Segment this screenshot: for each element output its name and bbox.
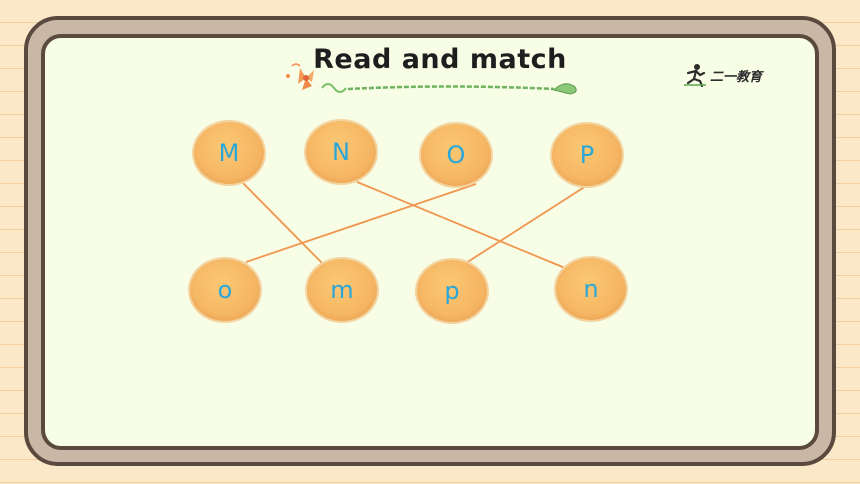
upper-letter: O <box>446 141 466 169</box>
runner-icon <box>684 64 706 87</box>
match-line-O-o <box>245 183 477 263</box>
lower-letter: n <box>583 275 599 303</box>
logo-text: 二一教育 <box>710 69 763 85</box>
match-line-N-n <box>356 181 566 269</box>
lower-letter: m <box>330 276 354 304</box>
letter-bubble-lower-p[interactable]: p <box>417 260 487 322</box>
letter-bubble-upper-P[interactable]: P <box>552 124 622 186</box>
page-title: Read and match <box>313 44 567 75</box>
flower-doodle-icon <box>286 63 314 90</box>
upper-letter: M <box>218 139 240 167</box>
brand-logo: 二一教育 <box>682 60 792 90</box>
letter-bubble-lower-m[interactable]: m <box>307 259 377 321</box>
lower-letter: o <box>217 276 233 304</box>
letter-bubble-upper-O[interactable]: O <box>421 124 491 186</box>
letter-bubble-lower-o[interactable]: o <box>190 259 260 321</box>
letter-bubble-lower-n[interactable]: n <box>556 258 626 320</box>
upper-letter: P <box>579 141 595 169</box>
match-line-M-m <box>237 177 323 264</box>
letter-bubble-upper-N[interactable]: N <box>306 121 376 183</box>
board <box>41 34 819 450</box>
upper-letter: N <box>332 138 350 166</box>
lower-letter: p <box>444 277 460 305</box>
match-line-P-p <box>465 185 587 264</box>
underline-wave-icon <box>321 83 577 95</box>
letter-bubble-upper-M[interactable]: M <box>194 122 264 184</box>
